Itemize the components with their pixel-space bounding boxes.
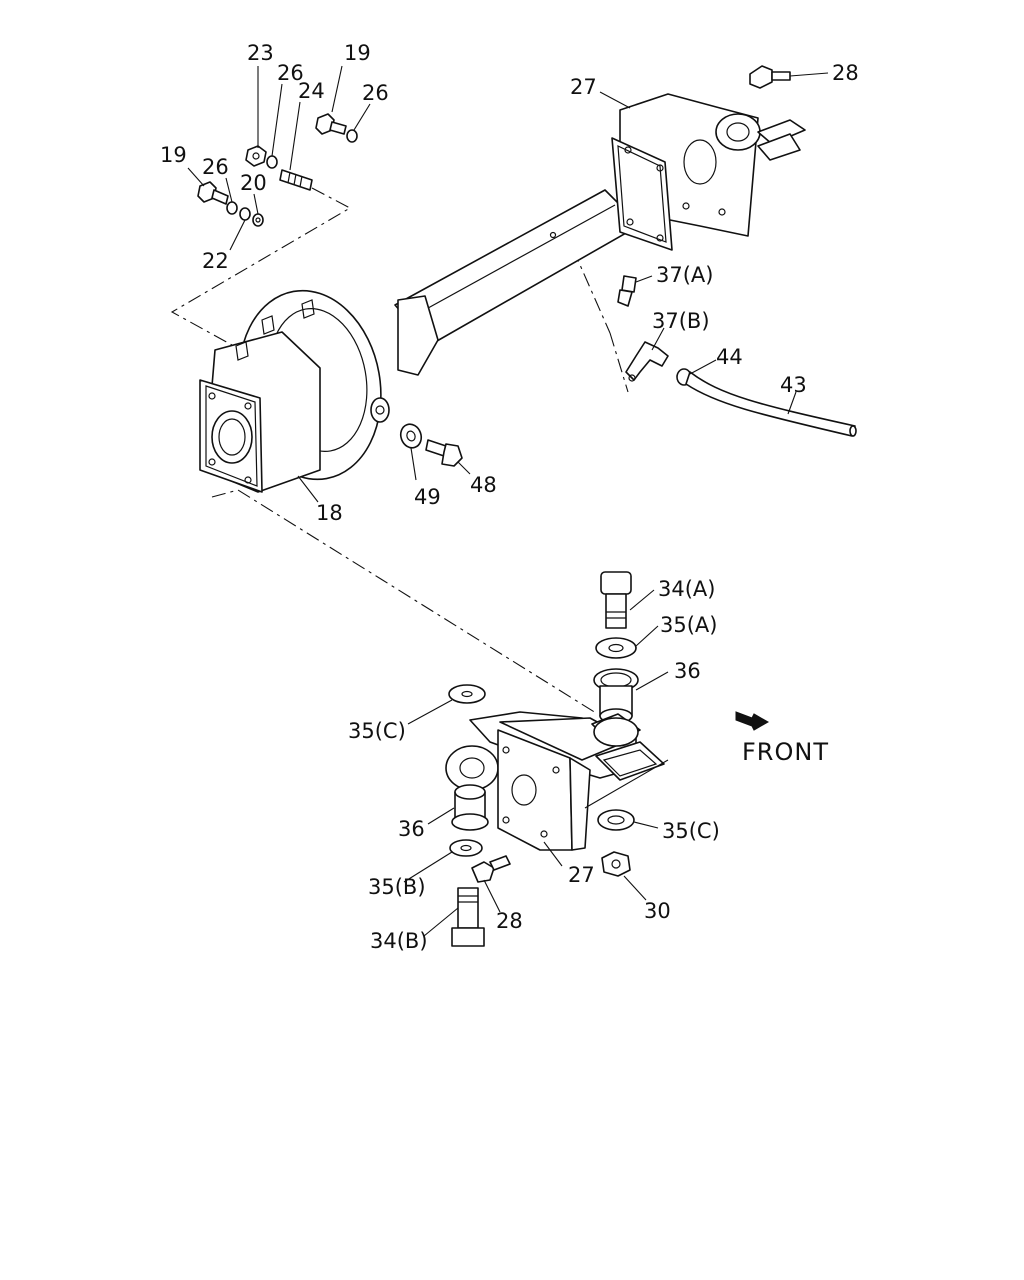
- callout-27: 27: [570, 75, 597, 99]
- callout-48: 48: [470, 473, 497, 497]
- washer-bolt-48-49: [399, 423, 463, 467]
- axle-housing: [199, 172, 671, 493]
- breather-assembly: [617, 275, 857, 437]
- callout-19: 19: [344, 41, 371, 65]
- callout-35b: 35(B): [368, 875, 426, 899]
- callout-44: 44: [716, 345, 743, 369]
- callout-27: 27: [568, 863, 595, 887]
- callout-20: 20: [240, 171, 267, 195]
- callout-26: 26: [362, 81, 389, 105]
- callout-36: 36: [674, 659, 701, 683]
- callout-23: 23: [247, 41, 274, 65]
- callout-28: 28: [496, 909, 523, 933]
- callout-37b: 37(B): [652, 309, 710, 333]
- callout-35c: 35(C): [662, 819, 720, 843]
- callout-labels: 23 26 24 19 26 19 26 20 22 27 28 37(A) 3…: [160, 41, 859, 953]
- callout-26: 26: [202, 155, 229, 179]
- callout-49: 49: [414, 485, 441, 509]
- upper-mount-bracket: [611, 93, 806, 251]
- callout-35a: 35(A): [660, 613, 717, 637]
- bolt-28-upper: [749, 65, 791, 89]
- lower-mount-hardware: [448, 571, 641, 947]
- callout-35c: 35(C): [348, 719, 406, 743]
- callout-34b: 34(B): [370, 929, 428, 953]
- callout-22: 22: [202, 249, 229, 273]
- front-arrow-icon: [735, 711, 770, 731]
- callout-37a: 37(A): [656, 263, 713, 287]
- callout-34a: 34(A): [658, 577, 715, 601]
- front-label: FRONT: [742, 738, 829, 766]
- callout-19: 19: [160, 143, 187, 167]
- callout-26: 26: [277, 61, 304, 85]
- callout-36: 36: [398, 817, 425, 841]
- callout-18: 18: [316, 501, 343, 525]
- callout-24: 24: [298, 79, 325, 103]
- callout-30: 30: [644, 899, 671, 923]
- callout-28: 28: [832, 61, 859, 85]
- callout-43: 43: [780, 373, 807, 397]
- leader-lines: [187, 65, 829, 937]
